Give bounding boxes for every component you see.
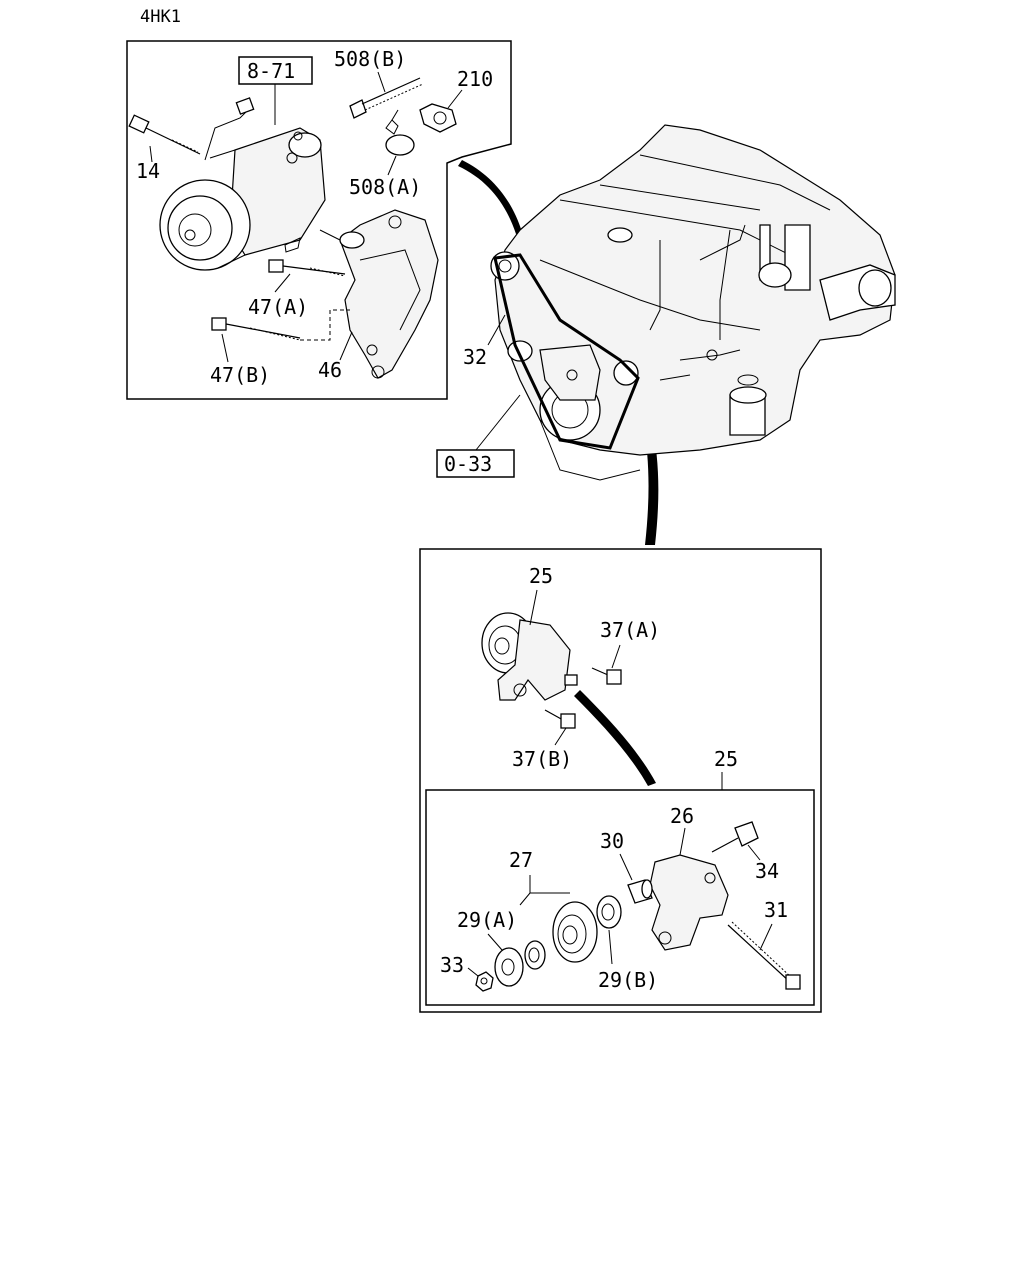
nut-33 [475, 971, 494, 992]
bolt-47a [268, 259, 346, 277]
leader-29a [487, 933, 503, 951]
callout-37b: 37(B) [512, 747, 572, 771]
callout-25-top: 25 [529, 564, 553, 588]
tensioner-assembly-25 [481, 612, 578, 701]
collar-30 [627, 879, 653, 904]
leader-31 [759, 923, 773, 951]
engine-block [490, 124, 896, 481]
leader-210 [447, 89, 463, 109]
exploded-view-frame [425, 789, 815, 1006]
callout-34: 34 [755, 859, 779, 883]
callout-30: 30 [600, 829, 624, 853]
bolt-37b [544, 709, 576, 729]
tensioner-panel: 25 37(A) 37(B) 25 26 [419, 548, 822, 1013]
washer-29b [596, 895, 622, 929]
tie-strap-508b [349, 77, 424, 119]
leader-14 [149, 145, 153, 163]
bolt-31 [727, 921, 801, 990]
callout-32: 32 [463, 345, 487, 369]
leader-37a [611, 644, 621, 669]
callout-14: 14 [136, 159, 160, 183]
callout-26: 26 [670, 804, 694, 828]
leader-27 [519, 875, 570, 906]
leader-47a [274, 273, 291, 293]
leader-26 [679, 827, 686, 856]
tensioner-arm-26 [649, 854, 729, 951]
compressor-panel-frame [126, 40, 512, 400]
bearing-29a-inner [524, 940, 546, 970]
leader-29b [608, 929, 613, 965]
leader-46 [339, 331, 353, 361]
leader-508b [377, 71, 386, 93]
bolt-47b [211, 309, 350, 341]
clamp-508a [385, 109, 415, 156]
callout-46: 46 [318, 358, 342, 382]
model-label: 4HK1 [140, 7, 181, 27]
pulley-27 [552, 901, 598, 963]
clip-210 [419, 103, 457, 133]
compressor-panel: 8-71 14 [126, 40, 512, 400]
pulley-tensioner [613, 360, 639, 386]
leader-508a [387, 155, 397, 176]
ac-compressor [159, 97, 326, 271]
leader-25-top [529, 589, 538, 626]
callout-47b: 47(B) [210, 363, 270, 387]
leader-0-33 [475, 394, 521, 451]
callout-210: 210 [457, 67, 493, 91]
plate-29a [494, 947, 524, 987]
leader-33 [467, 967, 479, 977]
callout-37a: 37(A) [600, 618, 660, 642]
bracket-46 [319, 209, 439, 379]
leader-32 [487, 314, 506, 346]
leader-34 [747, 844, 761, 861]
callout-508a: 508(A) [349, 175, 421, 199]
ref-box-0-33 [436, 449, 515, 478]
connector-arc-top [458, 160, 522, 234]
leader-47b [221, 333, 229, 363]
bolt-34 [711, 821, 759, 853]
leader-37b [554, 727, 567, 746]
tensioner-panel-frame [419, 548, 822, 1013]
callout-47a: 47(A) [248, 295, 308, 319]
callout-31: 31 [764, 898, 788, 922]
leader-30 [619, 853, 633, 881]
callout-508b: 508(B) [334, 47, 406, 71]
ref-label-0-33: 0-33 [444, 452, 492, 476]
callout-33: 33 [440, 953, 464, 977]
bolt-37a [591, 667, 622, 685]
connector-arc-inner [574, 690, 656, 786]
callout-29a: 29(A) [457, 908, 517, 932]
callout-27: 27 [509, 848, 533, 872]
drive-belt-32 [493, 253, 640, 450]
ref-label-8-71: 8-71 [247, 59, 295, 83]
callout-25-bottom: 25 [714, 747, 738, 771]
callout-29b: 29(B) [598, 968, 658, 992]
bolt-14 [128, 114, 201, 155]
